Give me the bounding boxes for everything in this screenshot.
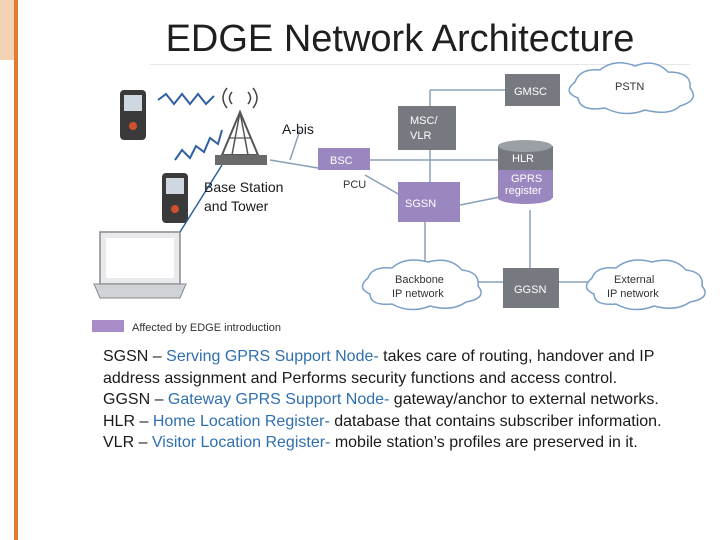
register-label: register — [505, 185, 542, 197]
radio-wave-1 — [157, 92, 215, 106]
mobile-phone-icon — [120, 90, 146, 140]
definition-ggsn: GGSN – Gateway GPRS Support Node- gatewa… — [103, 389, 703, 411]
definitions-text: SGSN – Serving GPRS Support Node- takes … — [103, 346, 703, 454]
gmsc-node: GMSC — [505, 74, 560, 106]
vlr-label: VLR — [410, 130, 431, 142]
sep-vlr: – — [134, 434, 152, 451]
backbone-label-2: IP network — [392, 288, 444, 300]
sgsn-label: SGSN — [405, 198, 436, 210]
term-hlr: HLR — [103, 412, 136, 430]
base-station-label-1: Base Station — [204, 179, 283, 195]
legend-label: Affected by EDGE introduction — [132, 322, 281, 334]
legend-swatch — [92, 320, 124, 332]
expansion-sgsn: Serving GPRS Support Node- — [166, 348, 379, 365]
sep-sgsn: – — [148, 348, 167, 365]
slide-title: EDGE Network Architecture — [165, 18, 635, 60]
link-tower-bsc — [269, 159, 319, 169]
gmsc-label: GMSC — [514, 86, 547, 98]
backbone-cloud: Backbone IP network — [361, 259, 482, 311]
definition-vlr: VLR – Visitor Location Register- mobile … — [103, 432, 703, 454]
gprs-register-database: GPRS register — [498, 170, 553, 204]
pcu-label: PCU — [343, 179, 366, 191]
laptop-link — [179, 164, 223, 233]
expansion-ggsn: Gateway GPRS Support Node- — [167, 391, 390, 408]
msc-label: MSC/ — [410, 115, 438, 127]
term-vlr: VLR — [103, 434, 135, 451]
slide-corner-block — [0, 0, 14, 60]
radio-tower-icon — [215, 87, 267, 165]
slide-orange-bar — [14, 0, 18, 540]
hlr-label: HLR — [512, 153, 534, 165]
definition-sgsn: SGSN – Serving GPRS Support Node- takes … — [103, 346, 703, 389]
base-station-label-2: and Tower — [204, 198, 269, 214]
mobile-phone-icon — [162, 173, 188, 223]
pstn-label: PSTN — [615, 81, 644, 93]
msc-vlr-node: MSC/ VLR — [398, 106, 456, 150]
link-pcu-sgsn — [364, 174, 401, 196]
text-vlr: mobile station’s profiles are preserved … — [330, 434, 638, 451]
ggsn-node: GGSN — [503, 268, 559, 308]
expansion-vlr: Visitor Location Register- — [151, 434, 331, 451]
term-sgsn: SGSN — [103, 348, 149, 365]
network-diagram: PSTN GMSC MSC/ VLR HLR GPRS register BSC… — [92, 62, 706, 334]
sgsn-node: SGSN — [398, 182, 460, 222]
external-label-2: IP network — [607, 288, 659, 300]
text-sgsn: takes care of routing, handover and IP a… — [103, 348, 655, 387]
backbone-label-1: Backbone — [395, 274, 444, 286]
definition-hlr: HLR – Home Location Register- database t… — [103, 411, 703, 433]
hlr-database: HLR — [498, 140, 553, 170]
title-underline — [150, 64, 690, 65]
ggsn-label: GGSN — [514, 284, 546, 296]
abis-label: A-bis — [282, 121, 314, 137]
external-label-1: External — [614, 274, 654, 286]
sep-ggsn: – — [150, 391, 168, 408]
pstn-cloud: PSTN — [568, 62, 695, 115]
text-hlr: database that contains subscriber inform… — [329, 412, 662, 430]
external-cloud: External IP network — [585, 259, 706, 311]
laptop-icon — [93, 231, 187, 299]
bsc-label: BSC — [330, 155, 353, 167]
expansion-hlr: Home Location Register- — [152, 412, 330, 430]
radio-wave-2 — [174, 129, 223, 161]
link-abis — [289, 129, 301, 161]
gprs-label: GPRS — [511, 173, 542, 185]
text-ggsn: gateway/anchor to external networks. — [389, 391, 659, 408]
sep-hlr: – — [135, 412, 153, 430]
bsc-node: BSC — [318, 148, 370, 170]
radio-waves — [157, 92, 223, 161]
term-ggsn: GGSN — [103, 391, 151, 408]
